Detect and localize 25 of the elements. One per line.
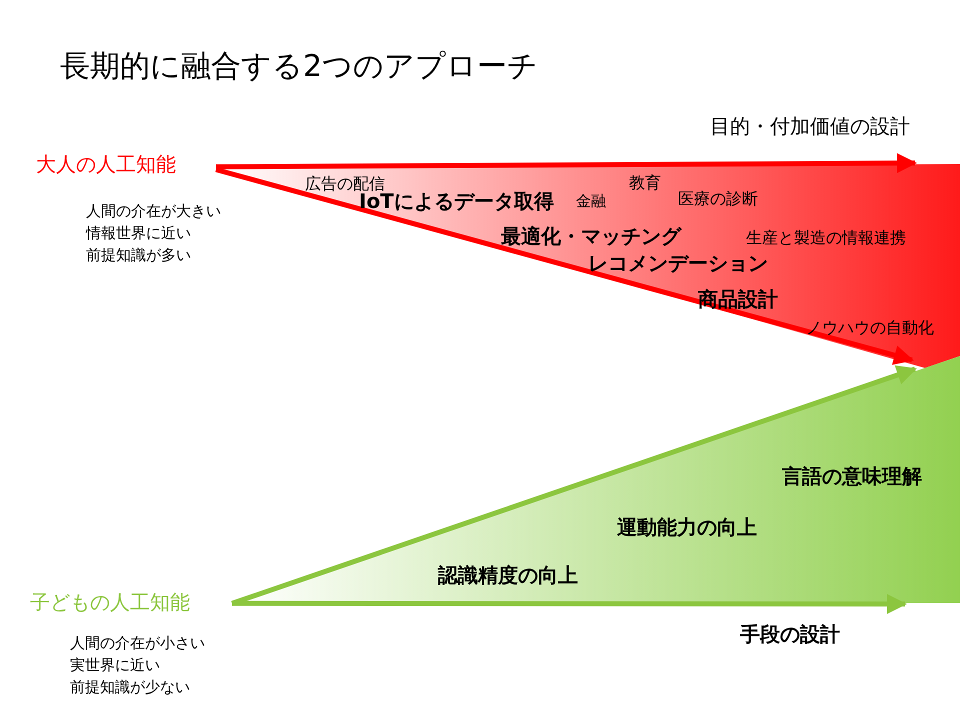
arrow bbox=[216, 153, 917, 174]
diagram-label: ノウハウの自動化 bbox=[806, 317, 934, 339]
diagram-label: 最適化・マッチング bbox=[501, 223, 681, 250]
node-note: 前提知識が少ない bbox=[70, 677, 191, 698]
diagram-label: 医療の診断 bbox=[678, 188, 758, 210]
diagram-label: 教育 bbox=[629, 172, 661, 194]
diagram-label: 生産と製造の情報連携 bbox=[746, 227, 906, 249]
diagram-label: 認識精度の向上 bbox=[438, 562, 578, 589]
node-note: 実世界に近い bbox=[70, 655, 161, 676]
diagram-label: 運動能力の向上 bbox=[617, 514, 757, 541]
node-label: 子どもの人工知能 bbox=[30, 588, 232, 616]
diagram-label: 目的・付加価値の設計 bbox=[710, 113, 910, 140]
node-note: 人間の介在が大きい bbox=[86, 201, 221, 222]
diagram-label: 言語の意味理解 bbox=[782, 463, 922, 490]
node-label: 大人の人工知能 bbox=[36, 150, 216, 178]
diagram-label: 手段の設計 bbox=[740, 621, 840, 648]
node-note: 前提知識が多い bbox=[86, 245, 192, 266]
node-note: 人間の介在が小さい bbox=[70, 633, 205, 654]
diagram-label: 金融 bbox=[576, 191, 606, 212]
arrow bbox=[232, 594, 907, 614]
diagram-label: 商品設計 bbox=[698, 286, 778, 313]
title: 長期的に融合する2つのアプローチ bbox=[60, 48, 538, 86]
node-note: 情報世界に近い bbox=[86, 223, 192, 244]
diagram-label: レコメンデーション bbox=[588, 250, 768, 277]
diagram-label: 広告の配信 bbox=[305, 173, 385, 193]
